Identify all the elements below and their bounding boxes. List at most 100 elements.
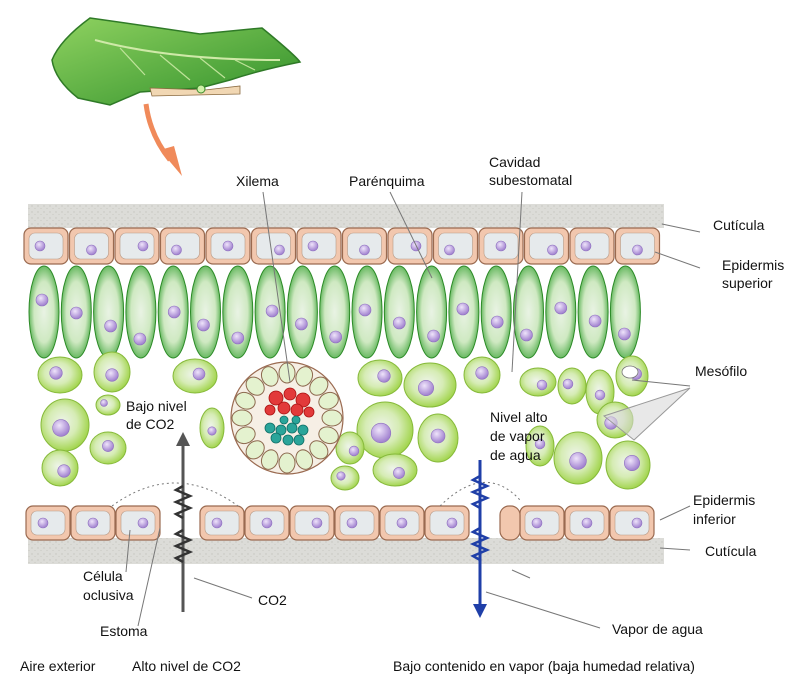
- epidermis-cell: [296, 227, 342, 265]
- label-cuticula-bottom: Cutícula: [705, 543, 757, 559]
- sheath-cell: [309, 440, 329, 460]
- upper-cuticle: [28, 204, 664, 228]
- spongy-cell: [463, 356, 501, 394]
- label-aire-exterior: Aire exterior: [20, 658, 96, 674]
- nucleus: [623, 454, 640, 471]
- nucleus: [396, 517, 408, 529]
- nucleus: [137, 240, 149, 252]
- epidermis-cell: [68, 227, 115, 265]
- nucleus: [594, 389, 606, 401]
- nucleus: [581, 517, 593, 529]
- spongy-cell: [417, 413, 459, 463]
- label-cuticula-top: Cutícula: [713, 217, 765, 233]
- spongy-cell: [403, 362, 457, 408]
- palisade-cell: [286, 265, 318, 359]
- epidermis-cell: [569, 227, 615, 265]
- epidermis-cell: [250, 227, 297, 265]
- sheath-cell: [231, 409, 253, 427]
- nucleus: [359, 244, 370, 256]
- epidermis-cell: [244, 505, 290, 541]
- label-nivel-alto-line2: de vapor: [490, 428, 545, 444]
- epidermis-cell: [424, 505, 470, 541]
- nucleus: [417, 379, 434, 396]
- upper-epidermis: [23, 227, 661, 265]
- nucleus: [346, 517, 358, 529]
- nucleus: [197, 318, 210, 332]
- nucleus: [265, 304, 279, 318]
- label-co2: CO2: [258, 592, 287, 608]
- epidermis-cell: [199, 505, 245, 541]
- label-cavidad-line2: subestomatal: [489, 172, 573, 188]
- sheath-cell: [278, 362, 296, 384]
- label-nivel-alto-line1: Nivel alto: [490, 409, 548, 425]
- label-bajo-vapor: Bajo contenido en vapor (baja humedad re…: [393, 658, 695, 674]
- orange-arrow: [143, 103, 182, 176]
- palisade-cell: [60, 265, 92, 359]
- nucleus: [52, 419, 70, 437]
- nucleus: [348, 445, 360, 457]
- label-bajo-co2-line1: Bajo nivel: [126, 398, 187, 414]
- epidermis-cell: [379, 505, 425, 541]
- epidermis-cell: [115, 505, 161, 541]
- epidermis-cell: [432, 227, 479, 265]
- sheath-cell: [295, 366, 314, 387]
- nucleus: [631, 517, 643, 529]
- palisade-cell: [448, 265, 480, 359]
- nucleus: [86, 244, 97, 256]
- nucleus: [211, 517, 223, 529]
- nucleus: [171, 244, 182, 256]
- nucleus: [547, 244, 558, 256]
- palisade-cell: [157, 265, 189, 359]
- nucleus: [311, 517, 323, 529]
- lower-epidermis: [25, 505, 655, 541]
- epidermis-cell: [159, 227, 206, 265]
- sheath-cell: [321, 409, 343, 427]
- sheath-cell: [318, 391, 339, 410]
- nucleus: [569, 452, 587, 470]
- nucleus: [274, 244, 285, 256]
- nucleus: [87, 517, 99, 529]
- nucleus: [35, 293, 49, 307]
- sheath-cell: [318, 426, 339, 445]
- palisade-cell: [513, 265, 544, 359]
- guard-cell: [499, 505, 521, 541]
- epidermis-cell: [70, 505, 116, 541]
- epidermis-cell: [341, 227, 388, 265]
- lower-cuticle: [28, 538, 664, 564]
- nucleus: [207, 426, 217, 436]
- nucleus: [554, 301, 568, 315]
- spongy-cell: [372, 453, 418, 487]
- sheath-cell: [309, 376, 329, 396]
- sheath-cell: [260, 449, 279, 470]
- leader-lines: [125, 191, 701, 629]
- epidermis-cell: [519, 505, 565, 541]
- spongy-cell: [357, 359, 403, 397]
- nucleus: [231, 331, 245, 345]
- nucleus: [104, 319, 117, 333]
- epidermis-cell: [478, 227, 524, 265]
- spongy-cell: [37, 356, 83, 394]
- label-estoma: Estoma: [100, 623, 148, 639]
- label-mesofilo: Mesófilo: [695, 363, 748, 379]
- label-epidermis-inf-line2: inferior: [693, 511, 736, 527]
- epidermis-cell: [289, 505, 335, 541]
- epidermis-cell: [205, 227, 251, 265]
- nucleus: [430, 428, 446, 444]
- palisade-cell: [93, 265, 125, 359]
- nucleus: [49, 366, 63, 380]
- spongy-cell: [199, 407, 225, 449]
- leaf-illustration: [51, 17, 302, 106]
- palisade-cell: [319, 265, 351, 359]
- label-celula-line1: Célula: [83, 568, 123, 584]
- nucleus: [632, 244, 643, 256]
- label-vapor: Vapor de agua: [612, 621, 703, 637]
- vascular-bundle: [230, 361, 344, 475]
- epidermis-cell: [25, 505, 71, 541]
- nucleus: [358, 303, 372, 317]
- spongy-cell: [40, 398, 90, 452]
- nucleus: [167, 305, 181, 319]
- nucleus: [446, 517, 458, 529]
- xylem: [264, 387, 315, 418]
- epidermis-cell: [609, 505, 655, 541]
- spongy-cell: [330, 465, 360, 491]
